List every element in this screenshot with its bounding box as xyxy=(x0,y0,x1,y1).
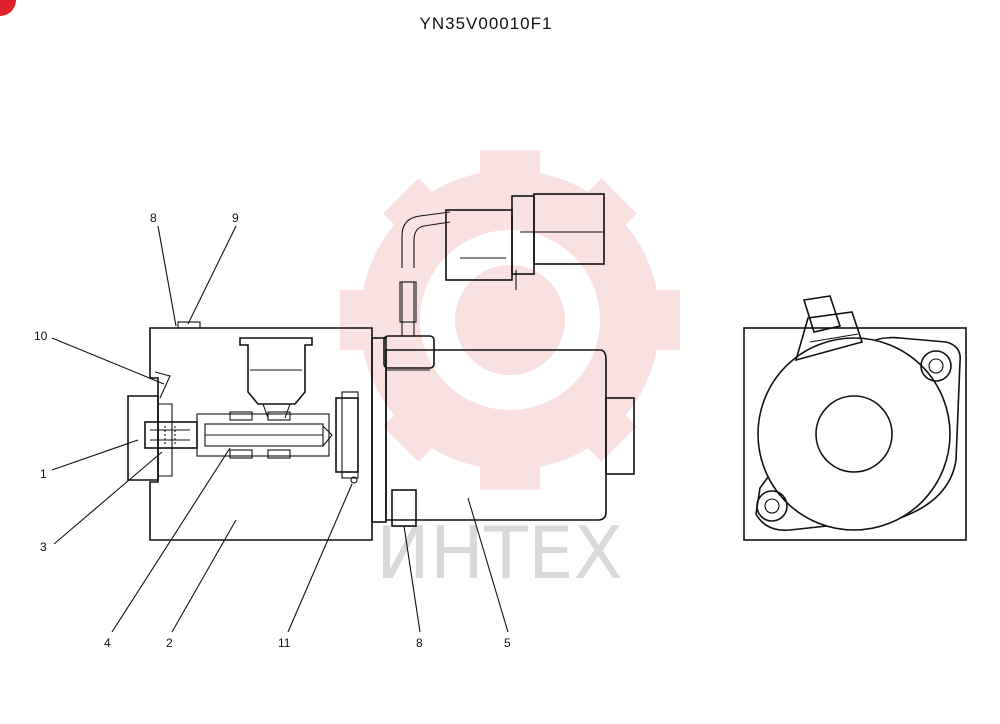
end-view xyxy=(743,295,967,541)
electrical-connector xyxy=(399,193,605,336)
watermark-text: ИНТЕХ xyxy=(376,511,623,595)
watermark-gear-icon xyxy=(340,150,680,490)
callout-label-2: 2 xyxy=(166,636,173,650)
valve-body xyxy=(127,321,387,541)
callout-label-4: 4 xyxy=(104,636,111,650)
drawing-number: YN35V00010F1 xyxy=(419,14,553,33)
callout-label-3: 3 xyxy=(40,540,47,554)
corner-badge-icon xyxy=(0,0,16,16)
callout-label-11: 11 xyxy=(278,636,291,650)
callout-label-9: 9 xyxy=(232,211,239,225)
callout-label-8-bottom: 8 xyxy=(416,636,423,650)
leader-lines xyxy=(51,225,509,633)
solenoid-coil xyxy=(383,335,635,527)
callout-label-10: 10 xyxy=(34,329,48,343)
callout-label-1: 1 xyxy=(40,467,47,481)
callout-label-5: 5 xyxy=(504,636,511,650)
callout-label-8-top: 8 xyxy=(150,211,157,225)
